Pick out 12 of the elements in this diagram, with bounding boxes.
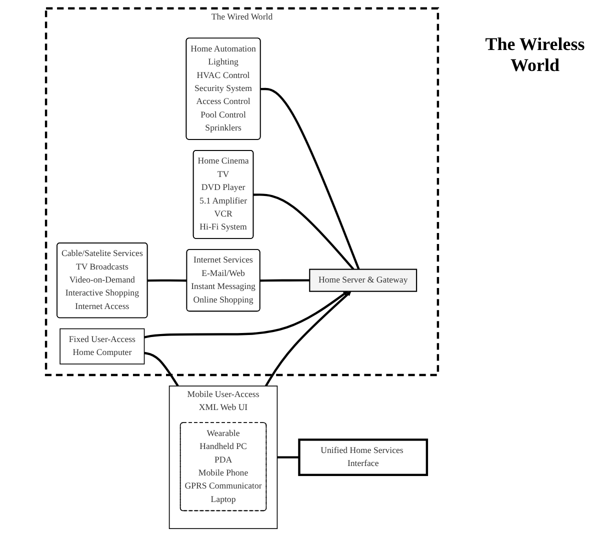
connector bbox=[277, 456, 300, 458]
node-box: Fixed User-Access Home Computer bbox=[60, 328, 145, 364]
connector bbox=[148, 279, 187, 282]
connector bbox=[254, 194, 354, 270]
node-box: Unified Home Services Interface bbox=[298, 438, 428, 476]
connector bbox=[260, 88, 360, 270]
node-box: Home Server & Gateway bbox=[309, 268, 418, 292]
arrow bbox=[144, 291, 348, 338]
connector bbox=[144, 352, 179, 387]
heading: The Wireless World bbox=[484, 34, 586, 76]
arrow bbox=[264, 291, 352, 387]
connector bbox=[260, 279, 310, 282]
